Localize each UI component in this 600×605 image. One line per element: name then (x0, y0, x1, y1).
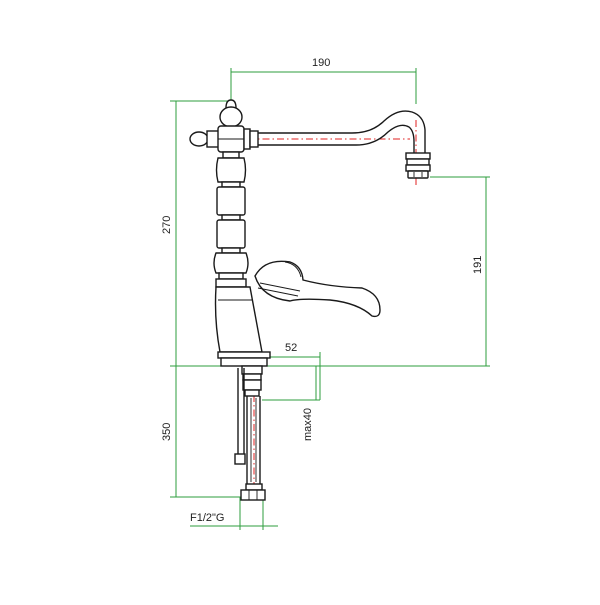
spout-bottom-edge (258, 124, 415, 153)
deck-thickness-label: max40 (302, 408, 314, 441)
hose-connector-nut (240, 489, 266, 501)
base-plate (220, 357, 268, 367)
fixing-nut (242, 379, 262, 391)
outlet-ring-1 (405, 152, 431, 160)
column-ring-4 (218, 272, 244, 280)
reach-label: 190 (312, 57, 330, 69)
fixing-nut-top (241, 365, 263, 375)
lever-line-1 (259, 282, 301, 292)
column-segment-2 (216, 219, 246, 249)
lever-handle (254, 260, 381, 318)
lever-cap-line (284, 261, 302, 278)
fixing-ring (244, 389, 260, 397)
column-segment-1 (216, 186, 246, 216)
mixer-body (214, 286, 263, 353)
side-knob (189, 131, 209, 147)
column-ring-5 (215, 278, 247, 288)
base-label: 52 (285, 342, 297, 354)
lever-line-2 (257, 287, 299, 297)
column-ring-2 (221, 214, 241, 221)
column-ring-1 (221, 181, 241, 188)
height-label: 270 (161, 216, 173, 234)
spout-ring-1 (243, 128, 251, 150)
hose-length-label: 350 (161, 423, 173, 441)
spout-ring-2 (249, 130, 259, 148)
finial-ball (219, 106, 243, 128)
spout-top-edge (258, 110, 426, 153)
column-bulge-2 (213, 252, 249, 274)
hose-crimp (245, 483, 263, 491)
outlet-ring-3 (405, 164, 431, 172)
dimension-labels: 190 270 191 52 max40 350 F1/2"G (161, 57, 484, 524)
neck-ring (222, 151, 240, 159)
column-ring-3 (221, 247, 241, 254)
finial-tip (225, 99, 237, 109)
outlet-ring-2 (406, 158, 430, 166)
faucet-outline (189, 99, 431, 501)
spout-height-label: 191 (472, 256, 484, 274)
outlet-aerator (407, 170, 429, 179)
base-ring (217, 351, 271, 359)
side-knob-neck (206, 130, 220, 148)
stud-nut (234, 453, 246, 465)
column-bulge-1 (215, 157, 247, 183)
connection-label: F1/2"G (190, 512, 224, 524)
fixing-washer (242, 373, 262, 381)
